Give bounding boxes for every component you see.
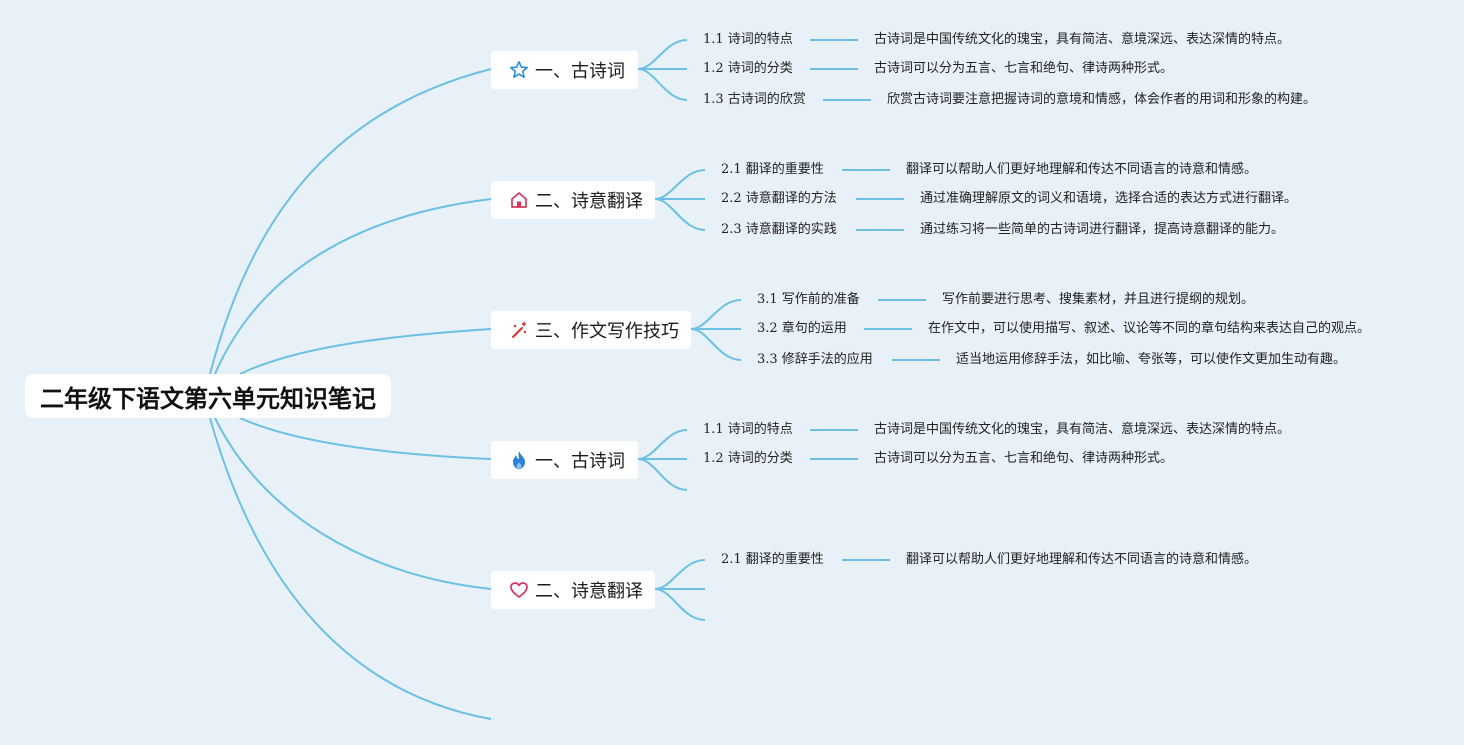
- subtopic-description[interactable]: 古诗词是中国传统文化的瑰宝，具有简洁、意境深远、表达深情的特点。: [874, 422, 1291, 437]
- subtopic-description[interactable]: 古诗词可以分为五言、七言和绝句、律诗两种形式。: [874, 61, 1174, 76]
- subtopic-title[interactable]: 2.2 诗意翻译的方法: [721, 191, 837, 206]
- subtopic-description[interactable]: 翻译可以帮助人们更好地理解和传达不同语言的诗意和情感。: [906, 162, 1258, 177]
- topic-label: 三、作文写作技巧: [535, 321, 679, 342]
- subtopic-description[interactable]: 在作文中，可以使用描写、叙述、议论等不同的章句结构来表达自己的观点。: [928, 321, 1371, 336]
- subtopic-description[interactable]: 翻译可以帮助人们更好地理解和传达不同语言的诗意和情感。: [906, 552, 1258, 567]
- subtopic-description[interactable]: 适当地运用修辞手法，如比喻、夸张等，可以使作文更加生动有趣。: [956, 352, 1347, 367]
- t2-branch-3: [654, 198, 706, 231]
- root-title: 二年级下语文第六单元知识笔记: [40, 384, 376, 413]
- heart-icon: [509, 580, 529, 600]
- t3-branch-3: [690, 328, 742, 361]
- subtopic-title[interactable]: 2.3 诗意翻译的实践: [721, 222, 837, 237]
- t5-branch-3: [654, 588, 706, 621]
- root-link-1: [209, 68, 492, 375]
- topic-node-3[interactable]: 三、作文写作技巧: [491, 311, 691, 349]
- subtopic-title[interactable]: 1.2 诗词的分类: [703, 451, 793, 466]
- root-link-5: [214, 417, 492, 590]
- subtopic-title[interactable]: 2.1 翻译的重要性: [721, 552, 824, 567]
- fire-icon: [509, 450, 529, 470]
- t5-branch-1: [654, 559, 706, 590]
- subtopic-title[interactable]: 3.3 修辞手法的应用: [757, 352, 873, 367]
- topic-node-2[interactable]: 二、诗意翻译: [491, 181, 655, 219]
- magic-wand-icon: [509, 320, 529, 340]
- topic-label: 一、古诗词: [535, 451, 625, 472]
- topic-node-1[interactable]: 一、古诗词: [491, 51, 638, 89]
- subtopic-description[interactable]: 古诗词可以分为五言、七言和绝句、律诗两种形式。: [874, 451, 1174, 466]
- topic-label: 二、诗意翻译: [535, 581, 643, 602]
- root-node[interactable]: 二年级下语文第六单元知识笔记: [25, 374, 391, 418]
- t1-branch-1: [637, 39, 688, 70]
- subtopic-title[interactable]: 3.1 写作前的准备: [757, 292, 860, 307]
- subtopic-description[interactable]: 欣赏古诗词要注意把握诗词的意境和情感，体会作者的用词和形象的构建。: [887, 92, 1317, 107]
- root-link-2: [214, 198, 492, 375]
- root-link-4: [239, 417, 492, 460]
- subtopic-description[interactable]: 古诗词是中国传统文化的瑰宝，具有简洁、意境深远、表达深情的特点。: [874, 32, 1291, 47]
- topic-node-4[interactable]: 一、古诗词: [491, 441, 638, 479]
- subtopic-title[interactable]: 3.2 章句的运用: [757, 321, 847, 336]
- subtopic-title[interactable]: 1.1 诗词的特点: [703, 32, 793, 47]
- topic-label: 二、诗意翻译: [535, 191, 643, 212]
- subtopic-description[interactable]: 通过准确理解原文的词义和语境，选择合适的表达方式进行翻译。: [920, 191, 1298, 206]
- t3-branch-1: [690, 299, 742, 330]
- subtopic-description[interactable]: 通过练习将一些简单的古诗词进行翻译，提高诗意翻译的能力。: [920, 222, 1285, 237]
- t1-branch-3: [637, 68, 688, 101]
- home-icon: [509, 190, 529, 210]
- t2-branch-1: [654, 169, 706, 200]
- subtopic-title[interactable]: 2.1 翻译的重要性: [721, 162, 824, 177]
- star-icon: [509, 60, 529, 80]
- topic-label: 一、古诗词: [535, 61, 625, 82]
- root-link-3: [239, 328, 492, 375]
- t4-branch-1: [637, 429, 688, 460]
- subtopic-title[interactable]: 1.2 诗词的分类: [703, 61, 793, 76]
- subtopic-title[interactable]: 1.1 诗词的特点: [703, 422, 793, 437]
- subtopic-description[interactable]: 写作前要进行思考、搜集素材，并且进行提纲的规划。: [942, 292, 1255, 307]
- t4-branch-3: [637, 458, 688, 491]
- topic-node-5[interactable]: 二、诗意翻译: [491, 571, 655, 609]
- root-link-6: [209, 417, 492, 720]
- subtopic-title[interactable]: 1.3 古诗词的欣赏: [703, 92, 806, 107]
